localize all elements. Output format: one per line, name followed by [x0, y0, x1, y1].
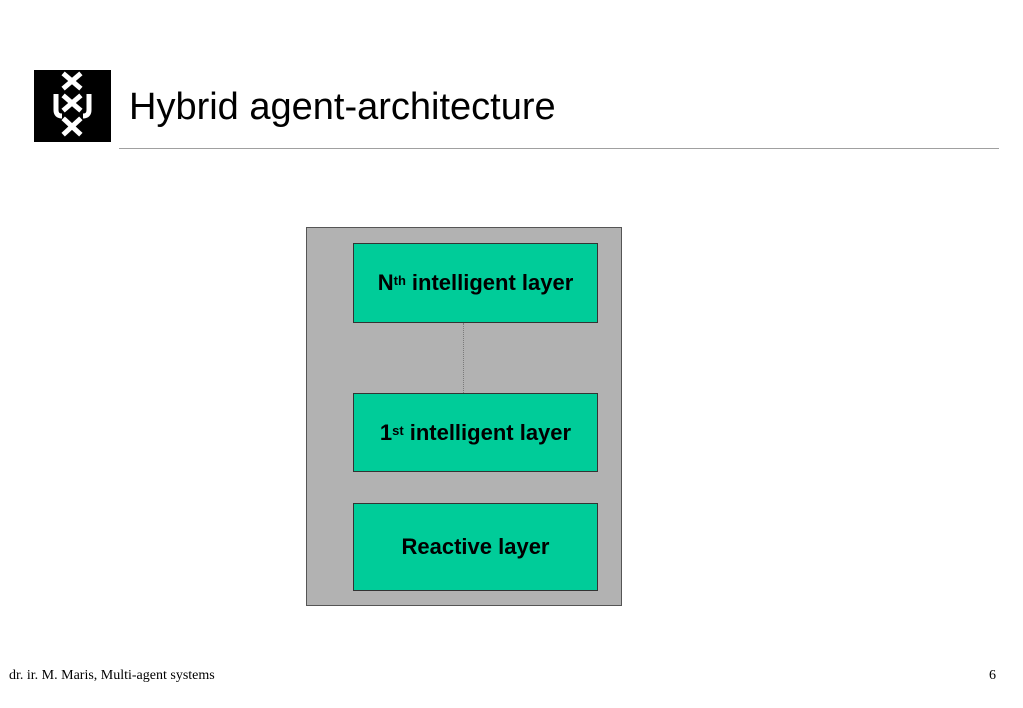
layer-prefix: N	[377, 270, 394, 295]
reactive-layer-box: Reactive layer	[353, 503, 598, 591]
footer-author: dr. ir. M. Maris, Multi-agent systems	[9, 668, 215, 683]
university-logo	[34, 70, 111, 142]
layer-label: intelligent layer	[411, 270, 574, 295]
slide-title: Hybrid agent-architecture	[129, 86, 556, 128]
layer-prefix: 1	[379, 419, 393, 445]
layer-connector	[463, 323, 464, 393]
layer-label: Reactive layer	[401, 534, 550, 559]
page-number: 6	[989, 668, 996, 683]
crosses-logo-icon	[53, 71, 92, 137]
layer-label: intelligent layer	[409, 419, 572, 445]
title-divider	[119, 148, 999, 149]
